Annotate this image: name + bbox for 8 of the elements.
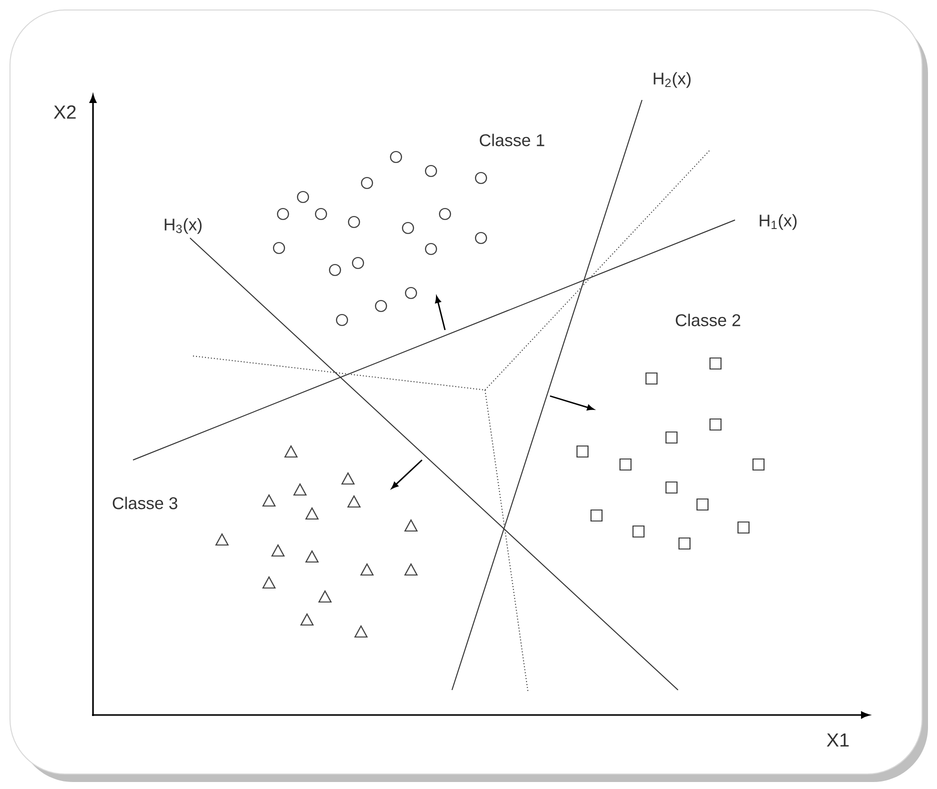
plot-label: Classe 2	[676, 314, 740, 326]
axis-label: X1	[826, 733, 849, 747]
plot-label: Classe 1	[480, 134, 544, 146]
plot-label: H$_{2}$(x)	[654, 72, 691, 88]
plot-label: H$_{3}$(x)	[164, 218, 202, 234]
plot-label: Classe 3	[112, 496, 178, 510]
axis-label: X2	[54, 105, 76, 119]
plot-label: H$_{1}$(x)	[760, 214, 797, 230]
